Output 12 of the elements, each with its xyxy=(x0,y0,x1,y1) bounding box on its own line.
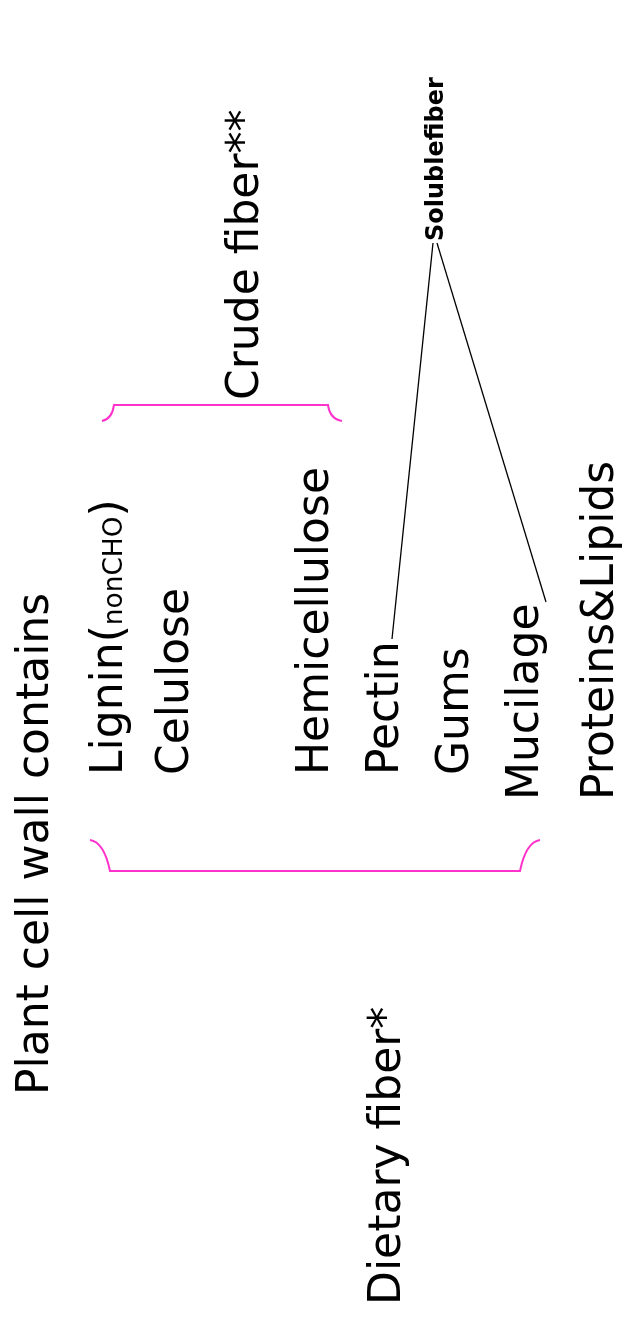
bracket-label: Dietary fiber* xyxy=(360,1006,410,1305)
component-label: Celulose xyxy=(148,587,198,775)
component-label: Proteins&Lipids xyxy=(573,460,623,800)
leader-line xyxy=(436,242,547,603)
component-label: Pectin xyxy=(358,641,408,775)
group-label: Solublefiber xyxy=(420,77,450,241)
component-label: Mucilage xyxy=(498,603,548,800)
leader-line xyxy=(391,242,434,640)
bracket-label: Crude fiber** xyxy=(218,109,268,400)
title: Plant cell wall contains xyxy=(8,592,58,1095)
component-label: Gums xyxy=(428,647,478,775)
component-label: Hemicellulose xyxy=(288,467,338,775)
